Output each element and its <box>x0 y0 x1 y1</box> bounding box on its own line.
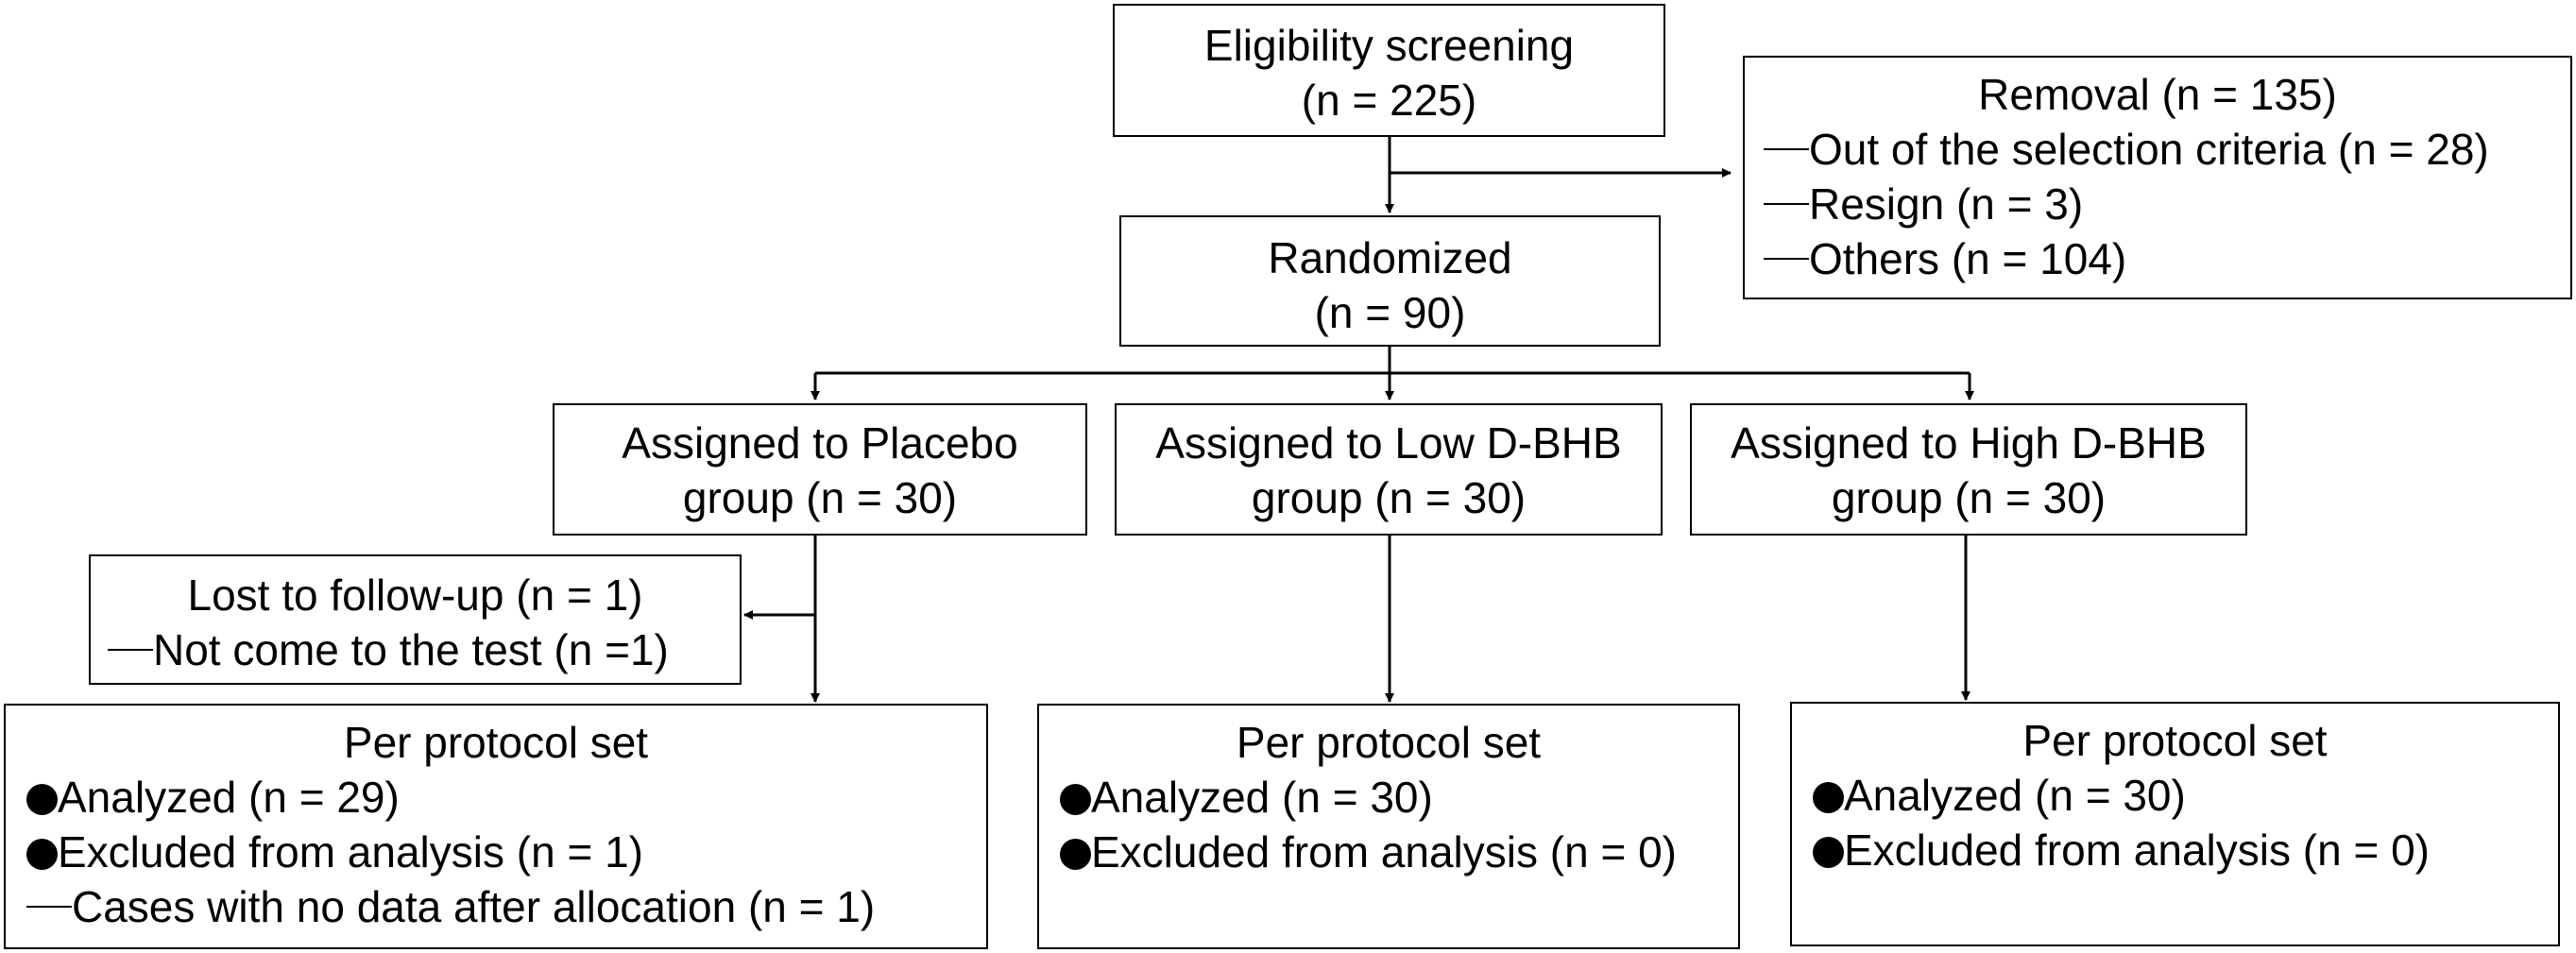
screening-title: Eligibility screening <box>1203 21 1575 70</box>
bullet-icon <box>26 783 58 815</box>
excluded-reason: Cases with no data after allocation (n =… <box>26 879 986 934</box>
outcome-title: Per protocol set <box>343 718 649 767</box>
outcome-title: Per protocol set <box>1236 718 1542 767</box>
group-count: group (n = 30) <box>1831 473 2107 522</box>
outcome-box-low: Per protocol set Analyzed (n = 30) Exclu… <box>1037 704 1740 949</box>
group-box-high: Assigned to High D-BHB group (n = 30) <box>1690 403 2247 536</box>
dash-marker <box>26 906 72 909</box>
dash-marker <box>1764 258 1809 261</box>
group-box-low: Assigned to Low D-BHB group (n = 30) <box>1115 403 1663 536</box>
dash-marker <box>1764 203 1809 206</box>
group-label: Assigned to Placebo <box>622 418 1018 468</box>
analyzed-item: Analyzed (n = 30) <box>1813 768 2558 823</box>
removal-reason: Out of the selection criteria (n = 28) <box>1764 122 2570 177</box>
randomized-count: (n = 90) <box>1314 288 1466 337</box>
analyzed-item: Analyzed (n = 29) <box>26 770 986 825</box>
lost-reason: Not come to the test (n =1) <box>108 622 740 677</box>
group-label: Assigned to High D-BHB <box>1731 418 2207 468</box>
randomized-title: Randomized <box>1268 233 1512 282</box>
excluded-item: Excluded from analysis (n = 0) <box>1813 823 2558 877</box>
analyzed-item: Analyzed (n = 30) <box>1060 770 1738 825</box>
outcome-box-placebo: Per protocol set Analyzed (n = 29) Exclu… <box>4 704 988 949</box>
excluded-item: Excluded from analysis (n = 0) <box>1060 825 1738 879</box>
group-count: group (n = 30) <box>1251 473 1527 522</box>
bullet-icon <box>1060 783 1091 815</box>
dash-marker <box>108 649 153 652</box>
outcome-box-high: Per protocol set Analyzed (n = 30) Exclu… <box>1790 702 2560 946</box>
excluded-item: Excluded from analysis (n = 1) <box>26 825 986 879</box>
removal-title: Removal (n = 135) <box>1978 70 2337 119</box>
bullet-icon <box>1813 781 1844 813</box>
outcome-title: Per protocol set <box>2022 716 2328 765</box>
bullet-icon <box>1060 838 1091 870</box>
removal-reason: Resign (n = 3) <box>1764 177 2570 231</box>
removal-box: Removal (n = 135) Out of the selection c… <box>1743 56 2572 299</box>
removal-reason: Others (n = 104) <box>1764 231 2570 286</box>
randomized-box: Randomized (n = 90) <box>1119 215 1661 347</box>
lost-title: Lost to follow-up (n = 1) <box>187 570 643 620</box>
group-count: group (n = 30) <box>682 473 958 522</box>
group-label: Assigned to Low D-BHB <box>1155 418 1622 468</box>
group-box-placebo: Assigned to Placebo group (n = 30) <box>553 403 1087 536</box>
lost-to-followup-box: Lost to follow-up (n = 1) Not come to th… <box>89 554 742 685</box>
dash-marker <box>1764 148 1809 151</box>
screening-count: (n = 225) <box>1301 76 1477 125</box>
bullet-icon <box>1813 836 1844 868</box>
bullet-icon <box>26 838 58 870</box>
screening-box: Eligibility screening (n = 225) <box>1113 4 1665 137</box>
